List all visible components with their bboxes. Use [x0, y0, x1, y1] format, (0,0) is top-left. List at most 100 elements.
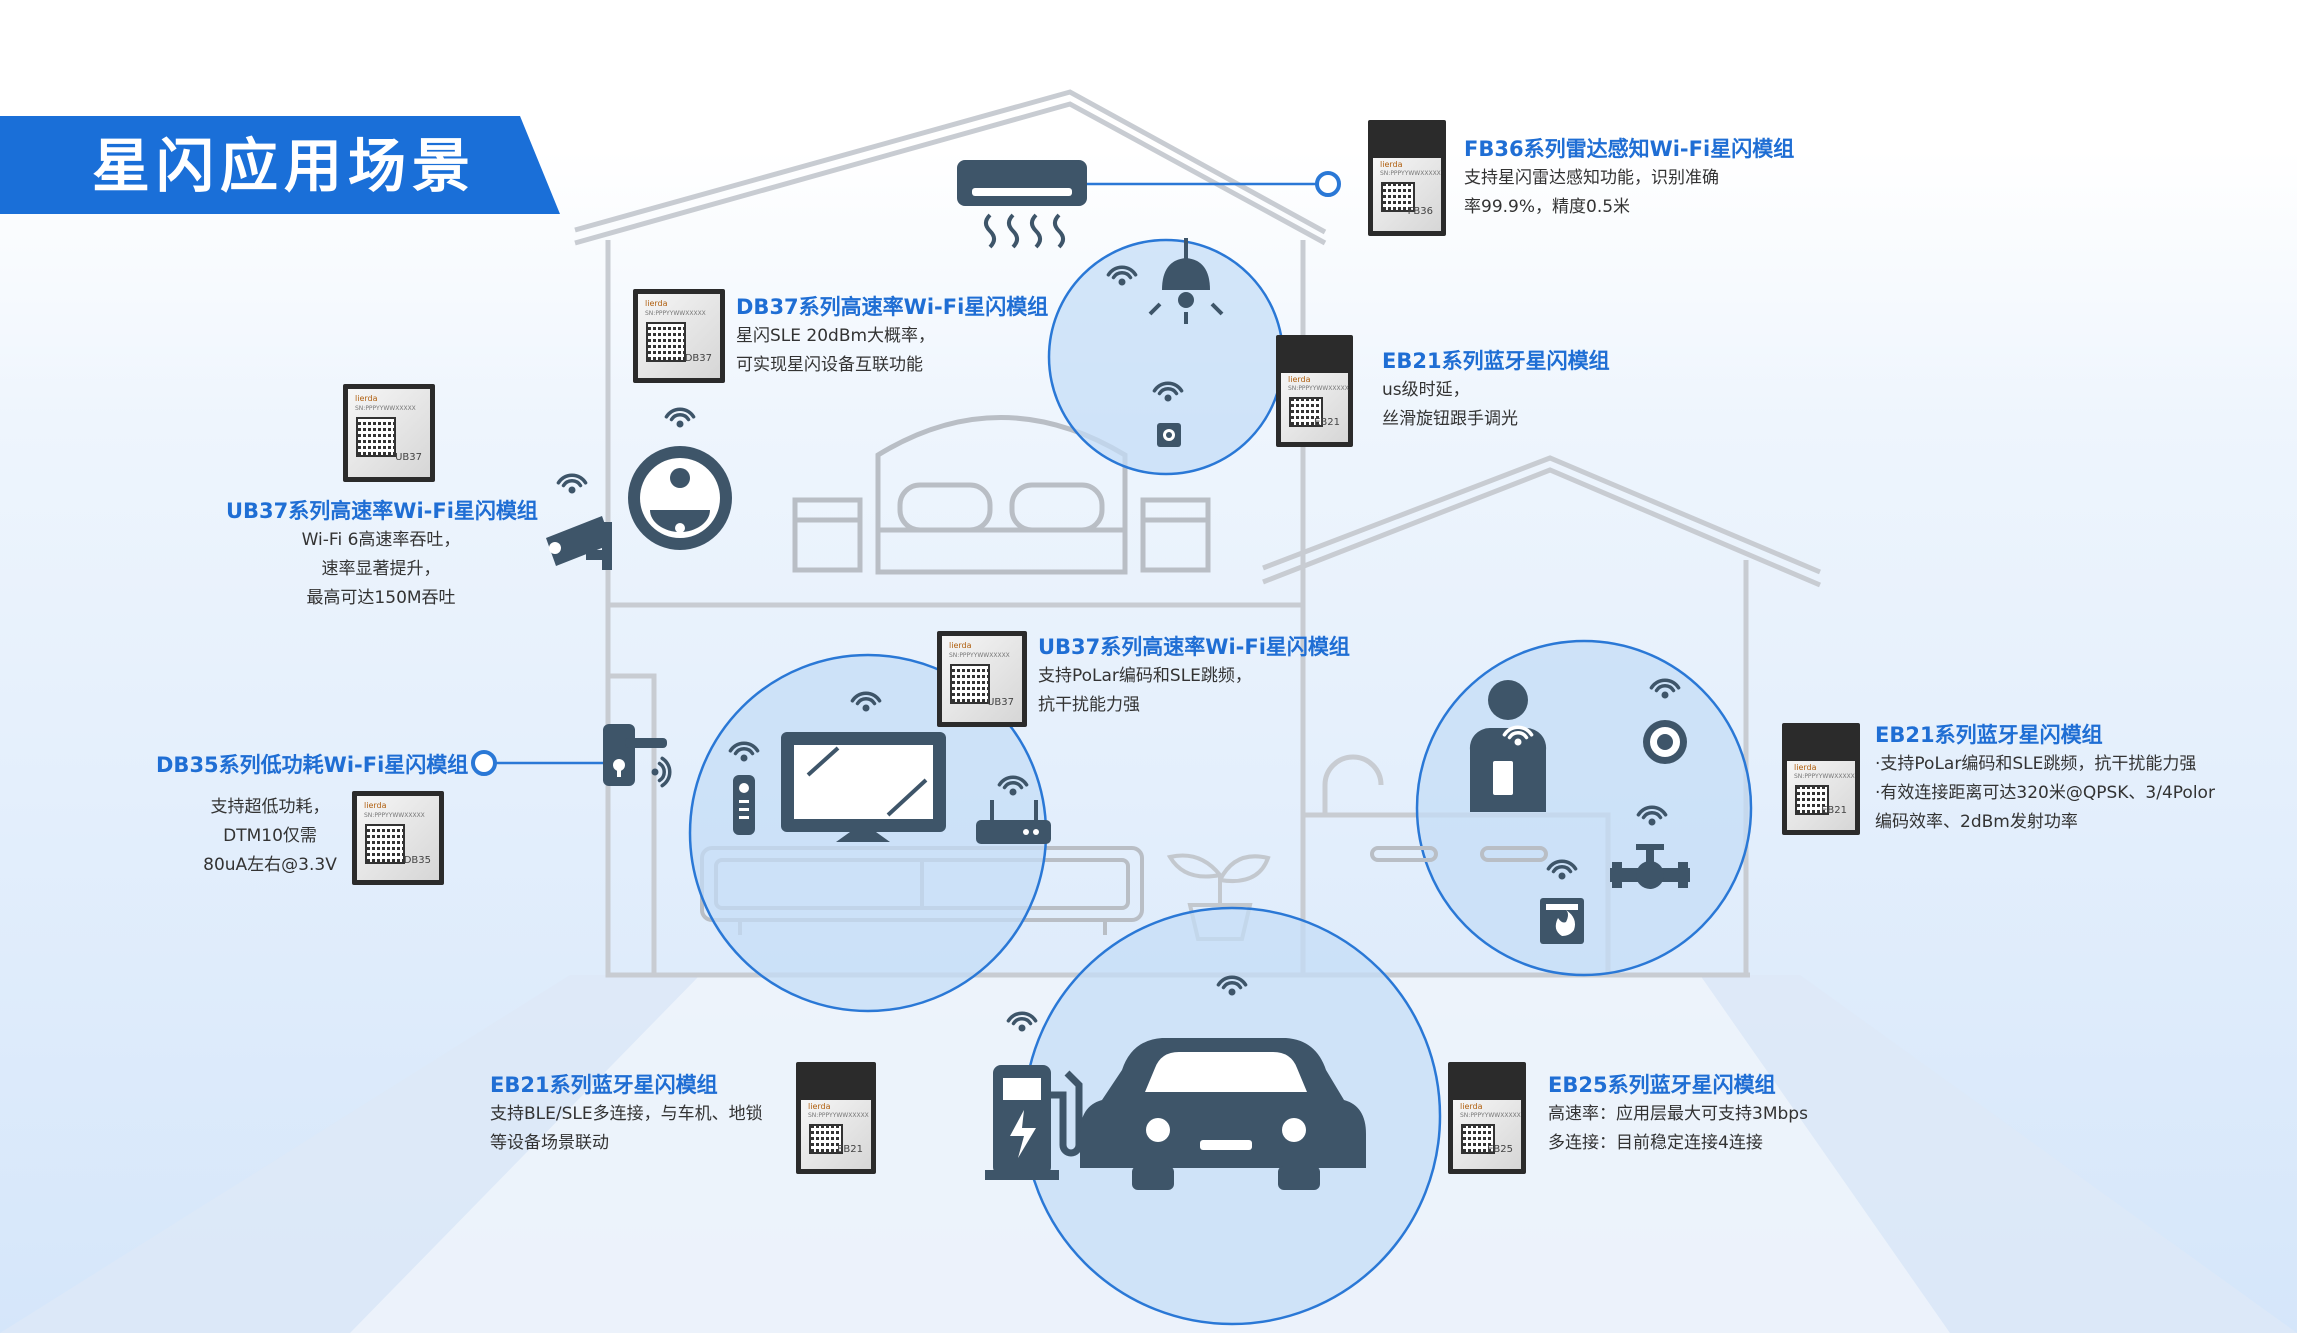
chip-model: UB37 [395, 452, 422, 463]
qr-code-icon [1381, 182, 1415, 212]
wifi-icon [1106, 265, 1138, 286]
chip-db35: lierda SN:PPPYYWWXXXXX DB35 [352, 791, 444, 885]
qr-code-icon [1461, 1124, 1495, 1154]
qr-code-icon [950, 664, 990, 704]
module-db35-desc: 支持超低功耗， DTM10仅需 80uA左右@3.3V [170, 793, 370, 880]
chip-sn: SN:PPPYYWWXXXXX [1380, 170, 1441, 177]
wifi-icon [850, 691, 882, 712]
module-desc-line: 80uA左右@3.3V [203, 855, 337, 875]
chip-eb21-car: lierda SN:PPPYYWWXXXXX EB21 [796, 1062, 876, 1174]
module-desc-line: 抗干扰能力强 [1038, 695, 1140, 715]
chip-brand: lierda [949, 641, 972, 650]
chip-model: DB37 [684, 353, 712, 364]
module-desc-line: 支持超低功耗， [210, 797, 330, 817]
chip-brand: lierda [1288, 375, 1311, 384]
chip-sn: SN:PPPYYWWXXXXX [364, 812, 425, 819]
module-fb36: FB36系列雷达感知Wi-Fi星闪模组 支持星闪雷达感知功能，识别准确 率99.… [1464, 134, 1794, 222]
robot-vacuum-icon [628, 446, 732, 550]
chip-ub37-living: lierda SN:PPPYYWWXXXXX UB37 [937, 631, 1027, 727]
kitchen-counter [1370, 846, 1548, 862]
module-title: DB35系列低功耗Wi-Fi星闪模组 [156, 753, 469, 777]
module-desc-line: 率99.9%，精度0.5米 [1464, 197, 1631, 217]
door-lock-icon [603, 724, 667, 786]
knob-switch-icon [1157, 423, 1181, 447]
module-title: UB37系列高速率Wi-Fi星闪模组 [1038, 635, 1350, 659]
wifi-icon [1502, 725, 1534, 746]
module-desc-line: 丝滑旋钮跟手调光 [1382, 409, 1518, 429]
chip-model: EB21 [1314, 417, 1340, 428]
chip-fb36: lierda SN:PPPYYWWXXXXX FB36 [1368, 120, 1446, 236]
module-desc-line: 支持星闪雷达感知功能，识别准确 [1464, 168, 1719, 188]
chip-eb21-kitchen: lierda SN:PPPYYWWXXXXX EB21 [1782, 723, 1860, 835]
charging-station-icon [985, 1065, 1083, 1180]
module-desc-line: 高速率：应用层最大可支持3Mbps [1548, 1104, 1808, 1124]
wifi-icon [556, 473, 588, 494]
chip-eb21-bedroom: lierda SN:PPPYYWWXXXXX EB21 [1276, 335, 1353, 447]
module-desc-line: 星闪SLE 20dBm大概率， [736, 326, 936, 346]
module-title: DB37系列高速率Wi-Fi星闪模组 [736, 295, 1049, 319]
module-eb21-car: EB21系列蓝牙星闪模组 支持BLE/SLE多连接，与车机、地锁 等设备场景联动 [490, 1070, 763, 1158]
module-desc-line: DTM10仅需 [223, 826, 317, 846]
chip-model: EB25 [1487, 1144, 1513, 1155]
module-db37: DB37系列高速率Wi-Fi星闪模组 星闪SLE 20dBm大概率， 可实现星闪… [736, 292, 1048, 380]
wifi-icon [1152, 381, 1184, 402]
bed-furniture [792, 415, 1211, 575]
module-desc-line: 最高可达150M吞吐 [306, 588, 456, 608]
wifi-icon [1546, 859, 1578, 880]
remote-control-icon [733, 775, 755, 835]
module-desc-line: us级时延， [1382, 380, 1470, 400]
title-banner [0, 116, 560, 214]
air-conditioner-icon [957, 160, 1087, 249]
chip-brand: lierda [808, 1102, 831, 1111]
module-db35: DB35系列低功耗Wi-Fi星闪模组 [156, 750, 468, 780]
ceiling-lamp-icon [1148, 238, 1224, 324]
wifi-icon [728, 741, 760, 762]
module-title: EB25系列蓝牙星闪模组 [1548, 1073, 1776, 1097]
module-title: EB21系列蓝牙星闪模组 [1382, 349, 1610, 373]
television-icon [781, 732, 946, 842]
module-ub37-camera: UB37系列高速率Wi-Fi星闪模组 Wi-Fi 6高速率吞吐， 速率显著提升，… [226, 496, 538, 613]
qr-code-icon [809, 1124, 843, 1154]
module-eb21-bedroom: EB21系列蓝牙星闪模组 us级时延， 丝滑旋钮跟手调光 [1382, 346, 1610, 434]
chip-brand: lierda [355, 394, 378, 403]
chip-sn: SN:PPPYYWWXXXXX [808, 1112, 869, 1119]
module-title: FB36系列雷达感知Wi-Fi星闪模组 [1464, 137, 1795, 161]
qr-code-icon [365, 824, 405, 864]
module-desc-line: 支持BLE/SLE多连接，与车机、地锁 [490, 1104, 763, 1124]
connector-dot-db35 [471, 750, 497, 776]
qr-code-icon [1289, 397, 1323, 427]
module-desc-line: 支持PoLar编码和SLE跳频， [1038, 666, 1252, 686]
chip-db37: lierda SN:PPPYYWWXXXXX DB37 [633, 289, 725, 383]
chip-model: FB36 [1407, 206, 1433, 217]
chip-model: DB35 [403, 855, 431, 866]
gas-stove-icon [1540, 898, 1584, 944]
router-icon [976, 800, 1051, 844]
module-ub37-living: UB37系列高速率Wi-Fi星闪模组 支持PoLar编码和SLE跳频， 抗干扰能… [1038, 632, 1350, 720]
wifi-icon [1006, 1011, 1038, 1032]
qr-code-icon [646, 322, 686, 362]
annex-house-outline [1262, 455, 1821, 978]
module-desc-line: 可实现星闪设备互联功能 [736, 355, 923, 375]
security-camera-icon [546, 516, 612, 570]
wifi-icon [1216, 975, 1248, 996]
module-desc-line: 多连接：目前稳定连接4连接 [1548, 1133, 1763, 1153]
wifi-icon [1649, 678, 1681, 699]
module-desc-line: 等设备场景联动 [490, 1133, 609, 1153]
module-desc-line: Wi-Fi 6高速率吞吐， [301, 530, 461, 550]
wifi-icon [664, 407, 696, 428]
wifi-icon [997, 775, 1029, 796]
smoke-detector-icon [1643, 720, 1687, 764]
wifi-icon [651, 756, 672, 788]
chip-sn: SN:PPPYYWWXXXXX [355, 405, 416, 412]
chip-sn: SN:PPPYYWWXXXXX [645, 310, 706, 317]
car-icon [1080, 1038, 1366, 1190]
module-eb21-kitchen: EB21系列蓝牙星闪模组 ·支持PoLar编码和SLE跳频，抗干扰能力强 ·有效… [1875, 720, 2215, 837]
wifi-icon [1636, 805, 1668, 826]
wifi-signals [556, 265, 1681, 1032]
chip-brand: lierda [1794, 763, 1817, 772]
connector-dot-fb36 [1315, 171, 1341, 197]
chip-brand: lierda [1380, 160, 1403, 169]
chip-brand: lierda [645, 299, 668, 308]
